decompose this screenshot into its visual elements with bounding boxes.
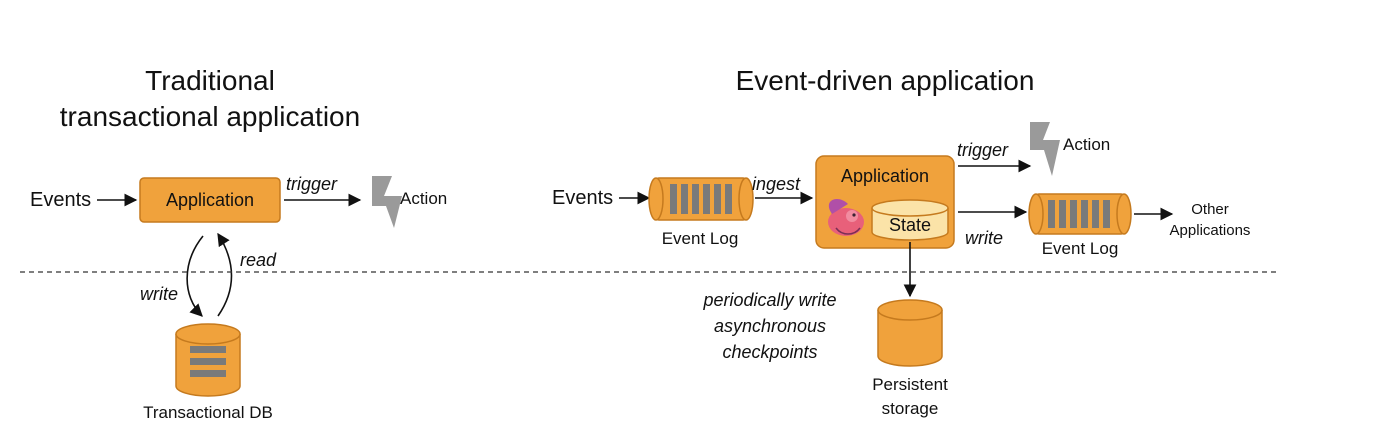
left-write-label: write [140,284,178,304]
checkpoint-line2: asynchronous [714,316,826,336]
db-label: Transactional DB [143,403,273,422]
left-read-arrow [217,232,233,317]
checkpoint-line3: checkpoints [722,342,817,362]
other-apps-line2: Applications [1170,222,1251,239]
left-events-label: Events [30,189,91,211]
other-apps-line1: Other [1191,201,1229,218]
right-action-label: Action [1063,135,1110,154]
storage-line2: storage [882,399,939,418]
left-trigger-label: trigger [286,174,338,194]
storage-line1: Persistent [872,375,948,394]
left-read-label: read [240,250,277,270]
right-title: Event-driven application [736,65,1035,96]
event-log-in-icon [648,177,754,221]
right-application-label: Application [841,166,929,186]
event-log-out-label: Event Log [1042,239,1119,258]
left-title-line1: Traditional [145,65,275,96]
right-trigger-label: trigger [957,140,1009,160]
state-store-icon [871,199,949,241]
state-label: State [889,215,931,235]
database-icon [175,323,241,397]
left-title-line2: transactional application [60,101,360,132]
left-application-box [139,177,281,223]
right-write-label: write [965,228,1003,248]
left-write-arrow [186,235,204,317]
left-application-label: Application [166,190,254,210]
right-events-label: Events [552,187,613,209]
ingest-label: ingest [752,174,801,194]
event-log-in-label: Event Log [662,229,739,248]
right-lightning-icon [1030,122,1060,176]
left-lightning-icon [372,176,402,228]
event-log-out-icon [1028,193,1132,235]
checkpoint-line1: periodically write [702,290,836,310]
left-action-label: Action [400,189,447,208]
squirrel-logo-icon [828,199,864,236]
persistent-storage-icon [877,299,943,367]
